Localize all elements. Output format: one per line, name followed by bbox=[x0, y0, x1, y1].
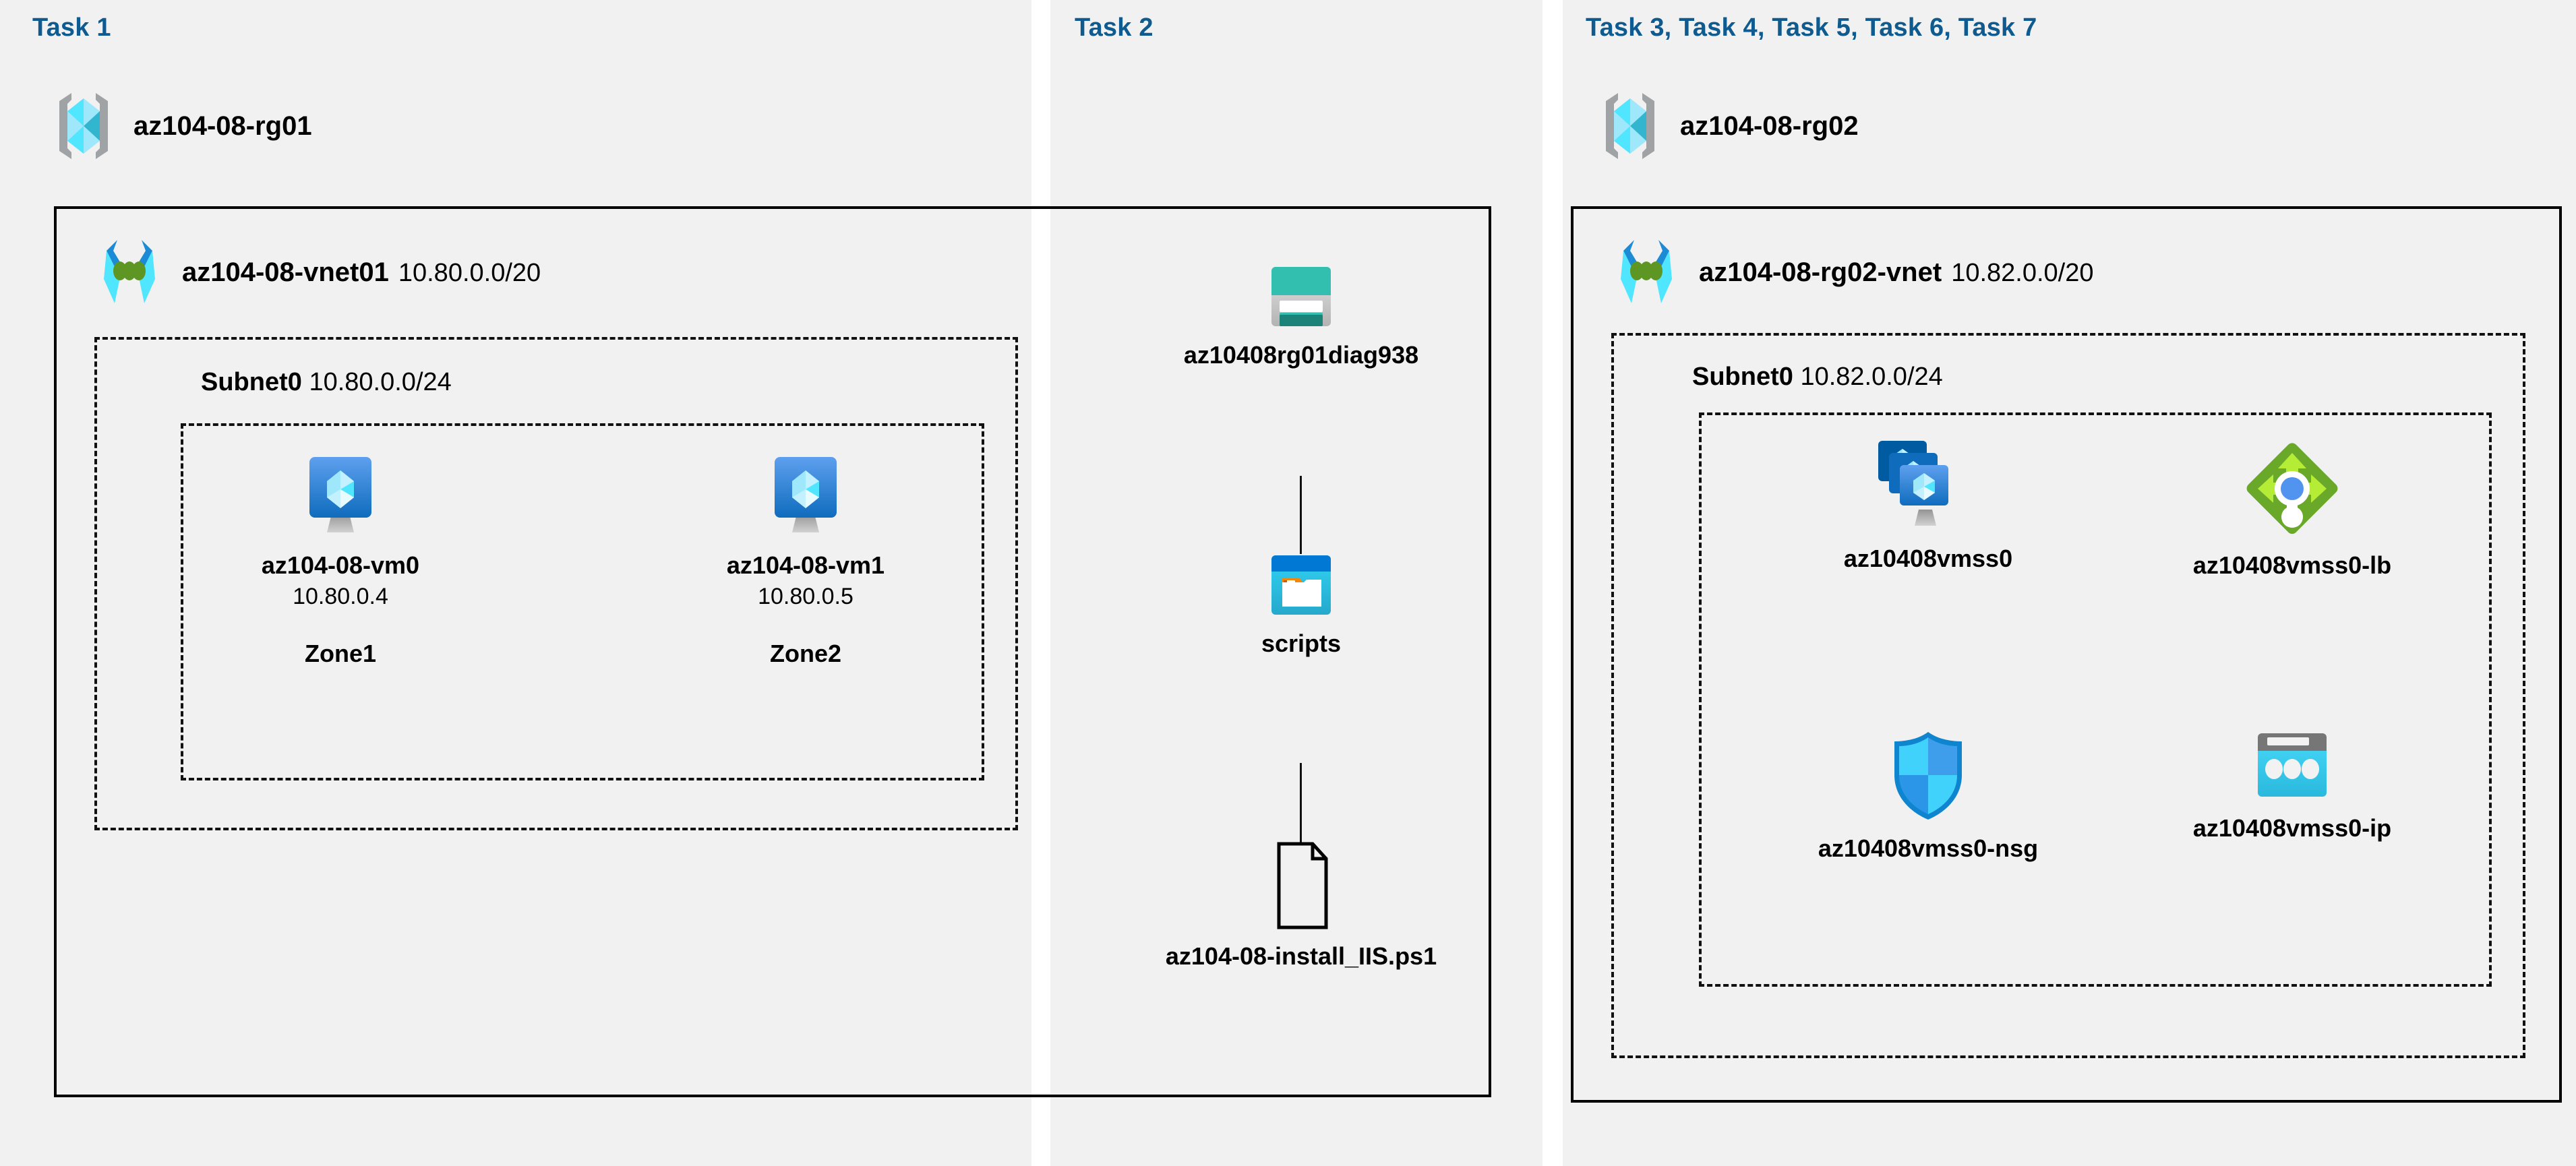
task2-script-file-name: az104-08-install_IIS.ps1 bbox=[1165, 942, 1437, 970]
task3to7-load-balancer-name: az10408vmss0-lb bbox=[2192, 551, 2392, 579]
resource-group-icon bbox=[1598, 89, 1663, 163]
task1-vm1-name: az104-08-vm1 bbox=[726, 551, 885, 579]
task3to7-title: Task 3, Task 4, Task 5, Task 6, Task 7 bbox=[1586, 13, 2037, 42]
task1-subnet-box bbox=[94, 337, 1018, 830]
task1-vm0-name: az104-08-vm0 bbox=[261, 551, 420, 579]
task1-vnet-box bbox=[54, 206, 1491, 1097]
task1-vm1-zone: Zone2 bbox=[769, 639, 841, 667]
blob-container-icon bbox=[1269, 553, 1334, 617]
task1-vnet-cidr: 10.80.0.0/20 bbox=[398, 258, 541, 287]
task3to7-resource-group: az104-08-rg02 bbox=[1598, 89, 1859, 163]
task3to7-subnet-box bbox=[1611, 333, 2525, 1058]
task1-vm0-ip: 10.80.0.4 bbox=[293, 584, 388, 610]
task3to7-public-ip-name: az10408vmss0-ip bbox=[2192, 814, 2392, 842]
load-balancer-icon bbox=[2242, 438, 2343, 539]
task1-title: Task 1 bbox=[32, 13, 111, 42]
virtual-machine-icon bbox=[300, 453, 381, 539]
network-security-group-icon bbox=[1888, 728, 1969, 822]
connector-container-to-file bbox=[1300, 763, 1302, 842]
file-icon bbox=[1264, 841, 1338, 930]
task3to7-vnet-name: az104-08-rg02-vnet bbox=[1699, 257, 1942, 287]
task3to7-vnet-box bbox=[1571, 206, 2562, 1103]
task3to7-resources-box bbox=[1699, 412, 2492, 987]
task1-zones-box bbox=[181, 423, 984, 780]
task3to7-nsg-name: az10408vmss0-nsg bbox=[1818, 834, 2039, 862]
task1-vnet-header: az104-08-vnet01 10.80.0.0/20 bbox=[94, 236, 541, 309]
task1-resource-group-label: az104-08-rg01 bbox=[133, 111, 312, 141]
task2-script-file[interactable]: az104-08-install_IIS.ps1 bbox=[1072, 841, 1530, 971]
task3to7-nsg[interactable]: az10408vmss0-nsg bbox=[1787, 728, 2070, 863]
task1-vm1[interactable]: az104-08-vm1 10.80.0.5 Zone2 bbox=[688, 453, 924, 668]
task3to7-vmss-name: az10408vmss0 bbox=[1843, 545, 2013, 572]
connector-storage-to-container bbox=[1300, 476, 1302, 554]
task3to7-vmss[interactable]: az10408vmss0 bbox=[1787, 438, 2070, 573]
task2-title: Task 2 bbox=[1075, 13, 1154, 42]
task3to7-subnet-cidr: 10.82.0.0/24 bbox=[1800, 363, 1943, 391]
virtual-machine-icon bbox=[765, 453, 846, 539]
task3to7-resource-group-label: az104-08-rg02 bbox=[1680, 111, 1859, 141]
task3to7-vnet-cidr: 10.82.0.0/20 bbox=[1951, 258, 2094, 287]
task1-vm0[interactable]: az104-08-vm0 10.80.0.4 Zone1 bbox=[222, 453, 458, 668]
storage-account-icon bbox=[1269, 264, 1334, 329]
task1-subnet-name: Subnet0 bbox=[201, 368, 302, 396]
task1-vm0-zone: Zone1 bbox=[304, 639, 376, 667]
task1-vm1-ip: 10.80.0.5 bbox=[758, 584, 853, 610]
task3to7-public-ip[interactable]: az10408vmss0-ip bbox=[2151, 731, 2434, 842]
virtual-network-icon bbox=[94, 236, 164, 309]
task3to7-subnet-name: Subnet0 bbox=[1692, 363, 1793, 391]
task2-blob-container-name: scripts bbox=[1261, 630, 1342, 657]
task1-vnet-name: az104-08-vnet01 bbox=[182, 257, 389, 287]
resource-group-icon bbox=[51, 89, 116, 163]
task1-resource-group: az104-08-rg01 bbox=[51, 89, 312, 163]
task3to7-vnet-header: az104-08-rg02-vnet 10.82.0.0/20 bbox=[1611, 236, 2094, 309]
virtual-network-icon bbox=[1611, 236, 1681, 309]
task2-blob-container[interactable]: scripts bbox=[1112, 553, 1490, 658]
task2-storage-account-name: az10408rg01diag938 bbox=[1183, 341, 1419, 369]
vm-scale-set-icon bbox=[1874, 438, 1982, 532]
task1-subnet-label: Subnet0 10.80.0.0/24 bbox=[201, 368, 452, 397]
task1-subnet-cidr: 10.80.0.0/24 bbox=[309, 368, 452, 396]
task3to7-subnet-label: Subnet0 10.82.0.0/24 bbox=[1692, 363, 1943, 392]
task3to7-panel-background bbox=[1563, 0, 2576, 1166]
task2-storage-account[interactable]: az10408rg01diag938 bbox=[1112, 264, 1490, 369]
task1-panel-background bbox=[0, 0, 1031, 1166]
public-ip-address-icon bbox=[2252, 731, 2332, 802]
task3to7-load-balancer[interactable]: az10408vmss0-lb bbox=[2151, 438, 2434, 580]
